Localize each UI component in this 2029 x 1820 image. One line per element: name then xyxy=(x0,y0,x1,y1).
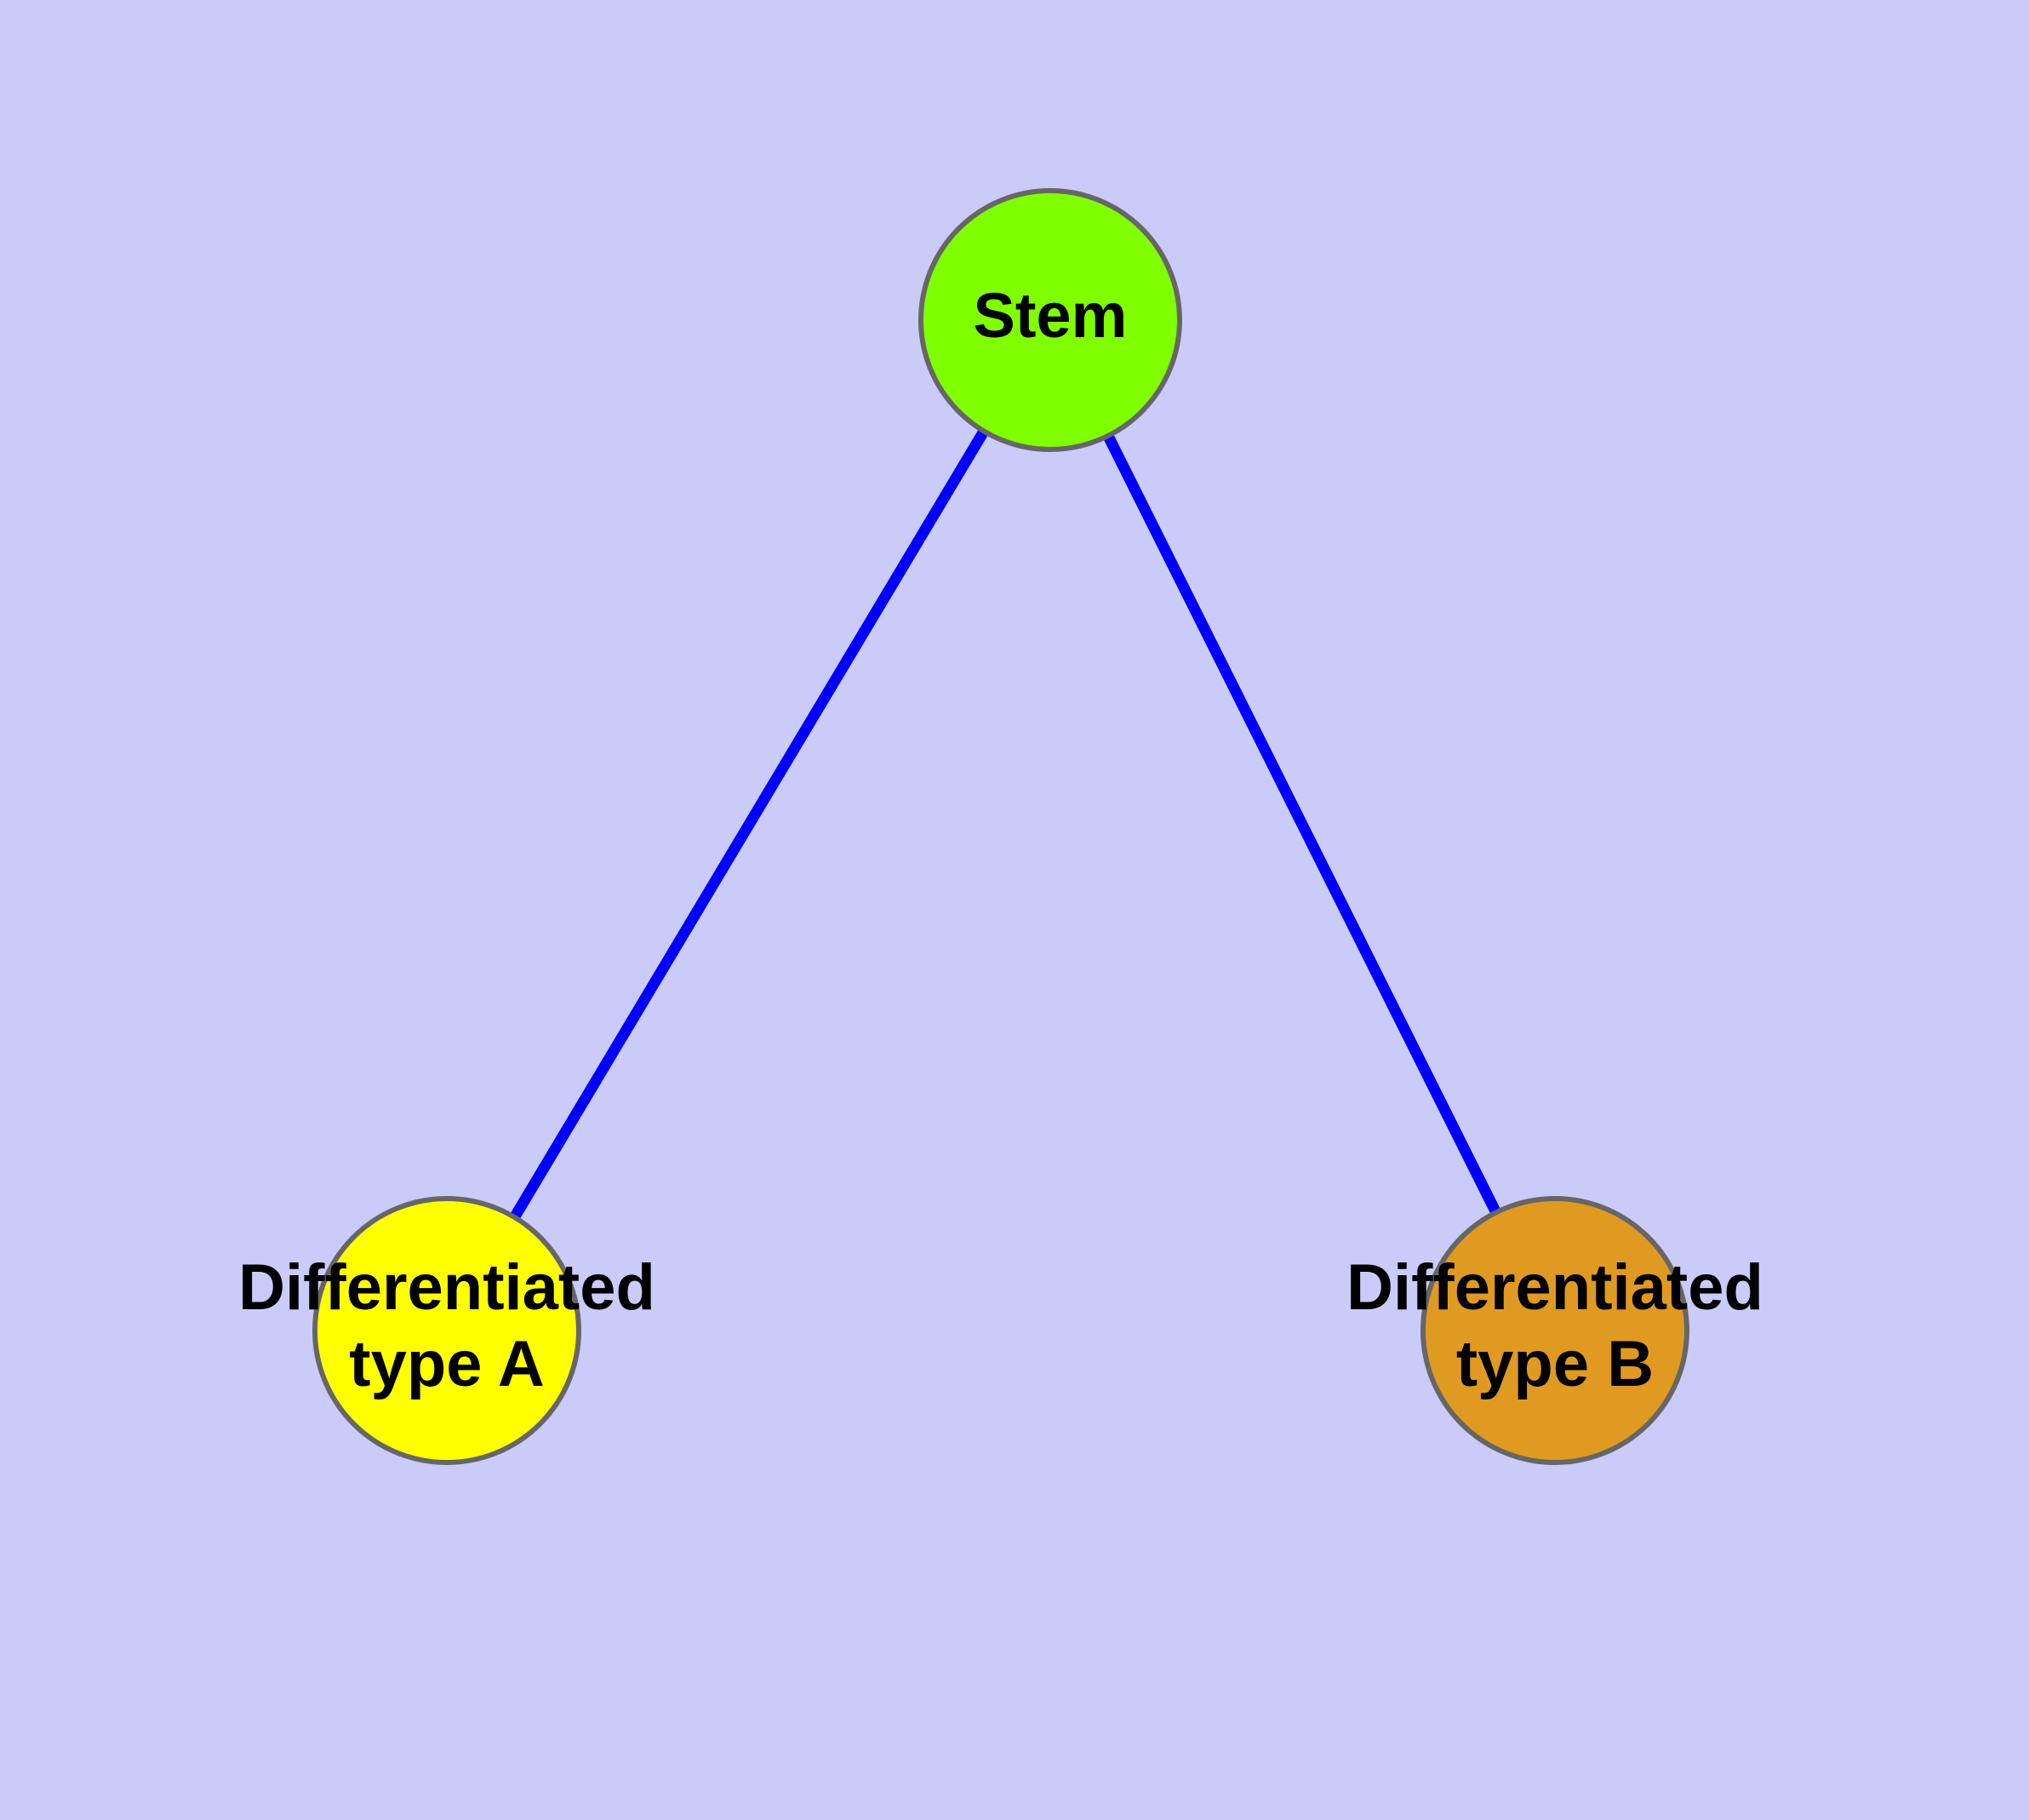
edges-layer xyxy=(508,426,1502,1222)
node-label-line: type B xyxy=(1456,1328,1654,1400)
node-label-stem: Stem xyxy=(974,280,1128,351)
node-stem[interactable]: Stem xyxy=(918,188,1182,452)
edge-stem-to-diff-a xyxy=(508,426,990,1222)
node-circle-diff_a[interactable] xyxy=(312,1196,581,1465)
node-label-line: Differentiated xyxy=(1346,1251,1763,1324)
node-circle-diff_b[interactable] xyxy=(1420,1196,1689,1465)
edge-stem-to-diff-b xyxy=(1102,432,1502,1217)
node-label-line: type A xyxy=(349,1328,544,1400)
node-circle-stem[interactable] xyxy=(918,188,1182,452)
node-label-line: Stem xyxy=(974,280,1128,351)
node-label-line: Differentiated xyxy=(238,1251,655,1324)
